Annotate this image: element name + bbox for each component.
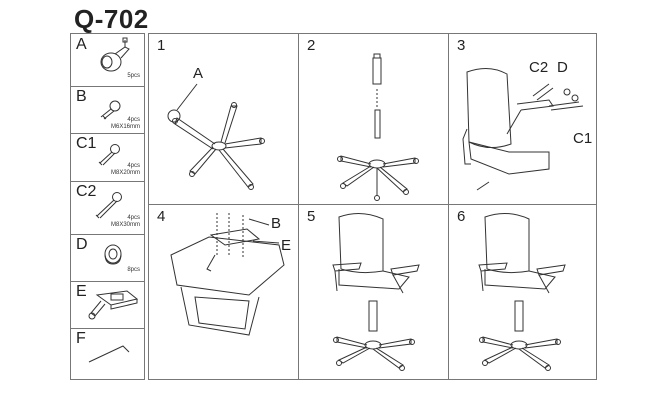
part-label: C1 [76,135,97,152]
callout-c1: C1 [573,130,593,147]
step-6: 6 [449,205,596,379]
part-a: A 5pcs [71,34,144,87]
part-b: B 4pcs M6X16mm [71,86,144,134]
step-number: 1 [157,37,166,54]
step-number: 6 [457,208,466,225]
part-size: M6X16mm [110,124,140,130]
part-qty: 5pcs [127,73,140,79]
part-size: M8X30mm [110,222,140,228]
callout-d: D [557,59,568,76]
step-number: 3 [457,37,466,54]
office-chair-icon [462,68,584,191]
part-e: E [71,281,144,329]
part-d: D 8pcs [71,234,144,282]
chair-base-icon [167,83,265,190]
part-label: A [76,36,87,53]
part-label: C2 [76,183,97,200]
callout-a: A [193,65,204,82]
part-f: F [71,328,144,381]
bolt-icon [98,144,120,166]
part-qty: 4pcs [127,215,140,221]
seat-mechanism-icon [170,213,285,336]
caster-icon [100,37,130,72]
bolt-icon [95,192,122,219]
part-c2: C2 4pcs M8X30mm [71,181,144,235]
gas-lift-icon [337,53,419,201]
part-label: E [76,283,87,300]
allen-key-icon [88,345,130,363]
step-1: 1 A [149,34,299,205]
step-2: 2 [299,34,449,205]
mechanism-plate-icon [88,290,139,320]
assembly-steps: 1 A 2 [148,33,597,380]
callout-b: B [271,215,282,232]
part-label: B [76,88,87,105]
step-number: 2 [307,37,316,54]
callout-c2: C2 [529,59,549,76]
step-4: 4 B E [149,205,299,379]
callout-e: E [281,237,292,254]
parts-list: A 5pcs B 4pcs M6X16mm C1 4pcs M8X [70,33,145,380]
step-5: 5 [299,205,449,379]
part-c1: C1 4pcs M8X20mm [71,133,144,182]
office-chair-icon [332,213,420,371]
washer-icon [104,244,122,265]
part-qty: 8pcs [127,267,140,273]
model-title: Q-702 [74,4,149,34]
part-qty: 4pcs [127,163,140,169]
part-label: F [76,330,86,347]
step-3: 3 C2 D C1 [449,34,596,205]
step-number: 5 [307,208,316,225]
bolt-icon [100,100,121,120]
part-size: M8X20mm [110,170,140,176]
office-chair-icon [478,213,566,371]
part-qty: 4pcs [127,117,140,123]
part-label: D [76,236,88,253]
step-number: 4 [157,208,166,225]
